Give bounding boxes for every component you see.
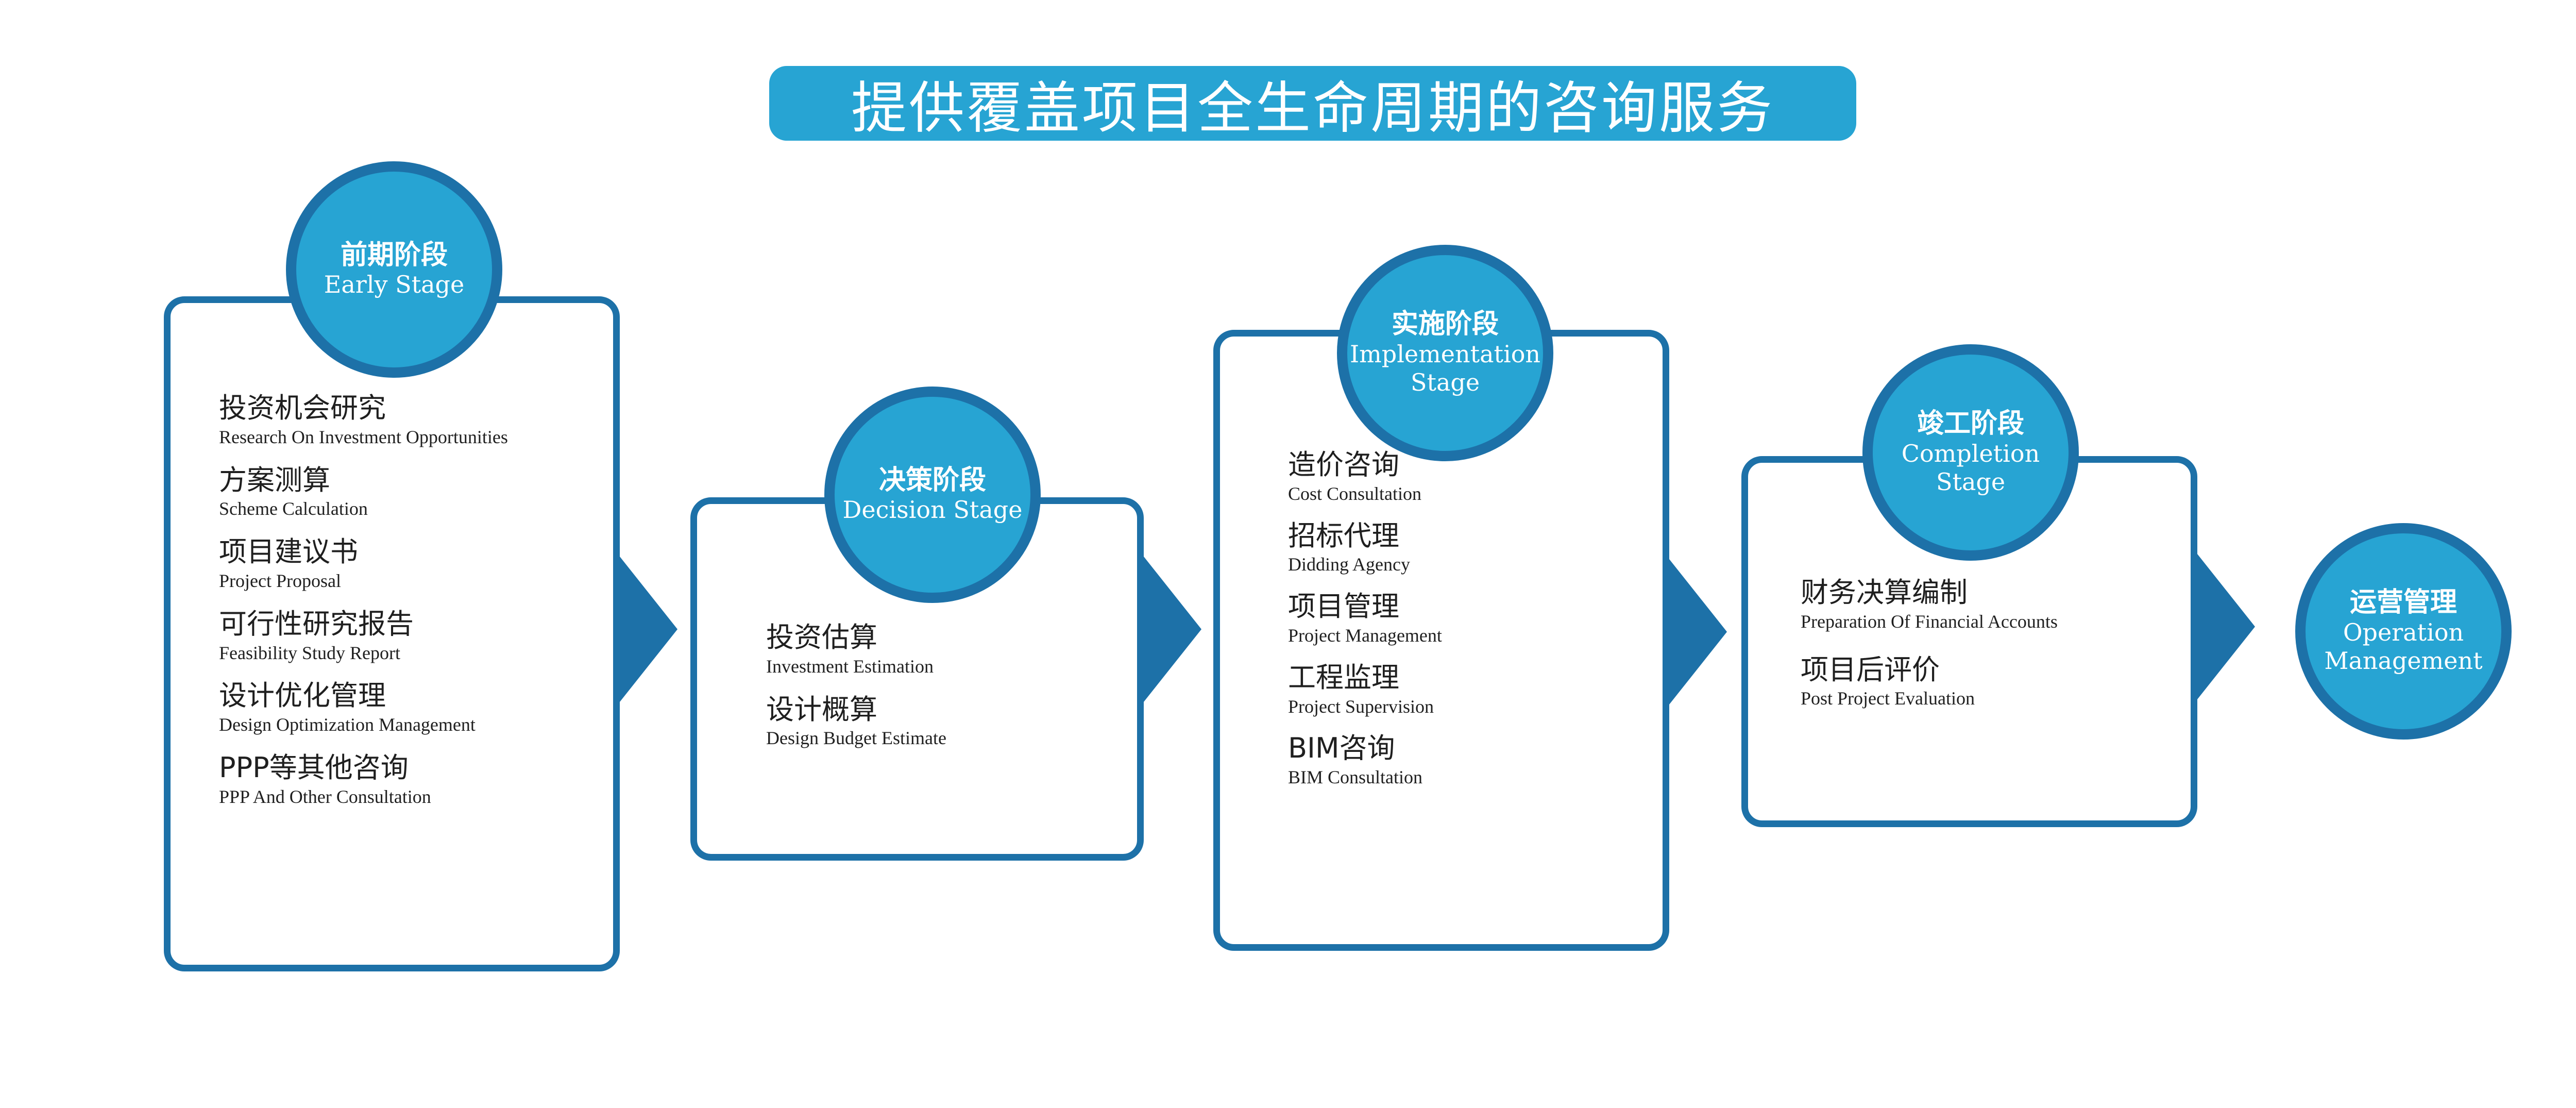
list-item: 招标代理 Didding Agency <box>1288 519 1410 575</box>
list-item: 可行性研究报告 Feasibility Study Report <box>219 607 414 663</box>
list-item: 投资估算 Investment Estimation <box>766 621 934 677</box>
implementation-stage-items: 造价咨询 Cost Consultation 招标代理 Didding Agen… <box>1288 448 1442 790</box>
early-stage-card <box>164 296 620 971</box>
list-item: 设计优化管理 Design Optimization Management <box>219 679 476 735</box>
completion-stage-items: 财务决算编制 Preparation Of Financial Accounts… <box>1801 576 2058 711</box>
implementation-stage-badge: 实施阶段 Implementation Stage <box>1337 245 1553 461</box>
list-item: 项目后评价 Post Project Evaluation <box>1801 653 1975 709</box>
stage-title-en: Completion Stage <box>1901 439 2040 496</box>
stage-title-en-2: Stage <box>1410 368 1480 396</box>
arrow-right-icon <box>2197 554 2255 699</box>
early-stage-items: 投资机会研究 Research On Investment Opportunit… <box>219 392 508 809</box>
completion-stage-badge: 竣工阶段 Completion Stage <box>1862 344 2079 561</box>
stage-title-en: Decision Stage <box>842 496 1023 524</box>
list-item: 方案测算 Scheme Calculation <box>219 463 368 519</box>
arrow-right-icon <box>1669 559 1727 704</box>
stage-title-en: Implementation <box>1349 340 1541 368</box>
list-item: 投资机会研究 Research On Investment Opportunit… <box>219 392 508 447</box>
stage-title-en-2: Management <box>2324 646 2483 675</box>
stage-title-en: Operation <box>2343 618 2464 646</box>
list-item: 项目建议书 Project Proposal <box>219 535 358 591</box>
list-item: 财务决算编制 Preparation Of Financial Accounts <box>1801 576 2058 632</box>
decision-stage-items: 投资估算 Investment Estimation 设计概算 Design B… <box>766 621 946 750</box>
list-item: 项目管理 Project Management <box>1288 590 1442 646</box>
operation-management-badge: 运营管理 Operation Management <box>2295 523 2512 740</box>
title-banner: 提供覆盖项目全生命周期的咨询服务 <box>769 66 1856 141</box>
early-stage-badge: 前期阶段 Early Stage <box>286 161 502 378</box>
list-item: 设计概算 Design Budget Estimate <box>766 693 946 749</box>
list-item: BIM咨询 BIM Consultation <box>1288 732 1423 788</box>
arrow-right-icon <box>1144 557 1201 702</box>
stage-title-en: Early Stage <box>324 271 465 299</box>
list-item: 造价咨询 Cost Consultation <box>1288 448 1422 504</box>
page-title: 提供覆盖项目全生命周期的咨询服务 <box>851 76 1774 141</box>
list-item: PPP等其他咨询 PPP And Other Consultation <box>219 751 431 807</box>
decision-stage-badge: 决策阶段 Decision Stage <box>824 387 1041 603</box>
list-item: 工程监理 Project Supervision <box>1288 661 1434 717</box>
stage-title-zh: 决策阶段 <box>878 464 986 496</box>
stage-title-zh: 实施阶段 <box>1391 308 1499 340</box>
stage-title-zh: 运营管理 <box>2349 586 2457 618</box>
stage-title-zh: 前期阶段 <box>340 239 448 271</box>
arrow-right-icon <box>620 557 677 702</box>
stage-title-zh: 竣工阶段 <box>1917 408 2024 439</box>
